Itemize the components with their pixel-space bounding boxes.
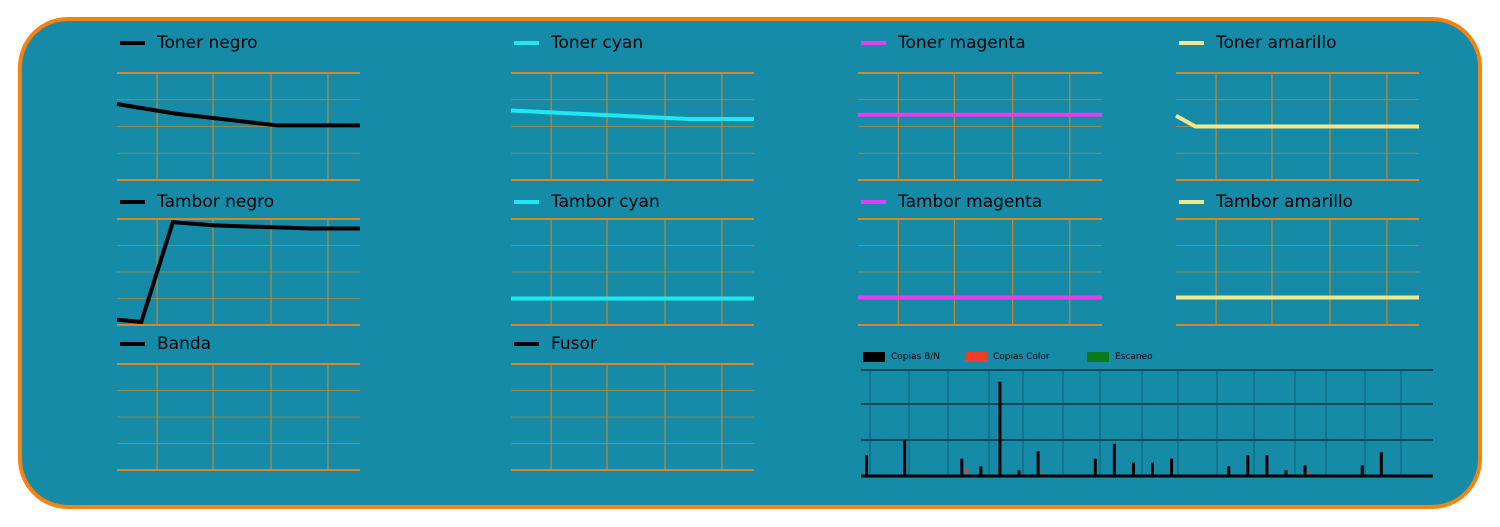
series-line-toner-cyan xyxy=(510,108,754,122)
bar-bw xyxy=(1246,455,1250,476)
chart-legend-tambor-negro: Tambor negro xyxy=(120,192,274,212)
chart-title: Fusor xyxy=(551,334,597,354)
legend-dash-icon xyxy=(120,342,145,346)
chart-legend-tambor-cyan: Tambor cyan xyxy=(514,192,660,212)
chart-legend-tambor-amarillo: Tambor amarillo xyxy=(1179,192,1353,212)
chart-legend-fusor: Fusor xyxy=(514,334,597,354)
legend-dash-icon xyxy=(1179,200,1204,204)
bar-bw xyxy=(1303,465,1307,476)
bar-color xyxy=(965,467,968,476)
bar-bw xyxy=(1265,455,1269,476)
chart-legend-tambor-magenta: Tambor magenta xyxy=(861,192,1042,212)
chart-title: Tambor negro xyxy=(157,192,275,212)
bar-bw xyxy=(1170,458,1174,476)
chart-tambor-magenta xyxy=(858,218,1102,326)
bar-bw xyxy=(1093,458,1097,476)
legend-dash-icon xyxy=(514,200,539,204)
bar-bw xyxy=(1017,470,1021,476)
chart-toner-amarillo xyxy=(1175,72,1419,181)
legend-dash-icon xyxy=(1179,41,1204,45)
legend-label: Escaneo xyxy=(1115,352,1153,362)
chart-title: Toner magenta xyxy=(898,33,1026,53)
chart-legend-toner-negro: Toner negro xyxy=(120,33,258,53)
legend-dash-icon xyxy=(514,41,539,45)
bar-bw xyxy=(1379,452,1383,476)
series-line-toner-negro xyxy=(116,102,360,128)
chart-banda xyxy=(117,363,360,471)
chart-tambor-amarillo xyxy=(1176,218,1419,326)
bar-bw xyxy=(1036,451,1040,476)
chart-legend-banda: Banda xyxy=(120,334,211,354)
chart-toner-magenta xyxy=(858,72,1102,181)
bar-bw xyxy=(1131,462,1135,476)
bar-bw xyxy=(979,466,983,476)
legend-label: Copias B/N xyxy=(891,352,941,362)
bar-bw xyxy=(1227,466,1231,476)
bar-bw xyxy=(903,440,907,476)
chart-title: Tambor amarillo xyxy=(1216,192,1354,212)
bar-color xyxy=(1041,472,1044,476)
supplies-panel xyxy=(18,17,1482,509)
legend-swatch-color xyxy=(965,352,987,362)
usage-legend: Copias B/N Copias Color Escaneo xyxy=(863,352,1153,362)
chart-title: Tambor magenta xyxy=(898,192,1043,212)
legend-dash-icon xyxy=(861,200,886,204)
legend-swatch-scan xyxy=(1087,352,1109,362)
bar-bw xyxy=(1284,470,1288,476)
bar-bw xyxy=(865,455,868,476)
chart-legend-toner-magenta: Toner magenta xyxy=(861,33,1026,53)
chart-title: Toner amarillo xyxy=(1216,33,1337,53)
chart-tambor-negro xyxy=(116,218,360,326)
legend-dash-icon xyxy=(120,41,145,45)
chart-tambor-cyan xyxy=(511,218,754,326)
legend-bw: Copias B/N xyxy=(863,352,965,362)
chart-toner-negro xyxy=(116,72,360,181)
bar-color xyxy=(1308,471,1311,476)
legend-label: Copias Color xyxy=(993,352,1050,362)
bar-bw xyxy=(1360,465,1364,476)
chart-fusor xyxy=(511,363,754,471)
legend-dash-icon xyxy=(861,41,886,45)
series-line-tambor-negro xyxy=(116,220,360,324)
bar-bw xyxy=(1151,462,1154,476)
bar-bw xyxy=(998,381,1002,476)
chart-title: Toner negro xyxy=(157,33,258,53)
chart-toner-cyan xyxy=(510,72,754,181)
chart-title: Toner cyan xyxy=(551,33,644,53)
series-line-toner-amarillo xyxy=(1175,114,1419,129)
legend-scan: Escaneo xyxy=(1087,352,1153,362)
chart-legend-toner-cyan: Toner cyan xyxy=(514,33,643,53)
chart-title: Tambor cyan xyxy=(551,192,660,212)
bar-bw xyxy=(960,458,964,476)
legend-dash-icon xyxy=(514,342,539,346)
legend-dash-icon xyxy=(120,200,145,204)
chart-title: Banda xyxy=(157,334,212,354)
chart-legend-toner-amarillo: Toner amarillo xyxy=(1179,33,1336,53)
legend-swatch-bw xyxy=(863,352,885,362)
bar-bw xyxy=(1112,443,1116,476)
legend-color: Copias Color xyxy=(965,352,1087,362)
